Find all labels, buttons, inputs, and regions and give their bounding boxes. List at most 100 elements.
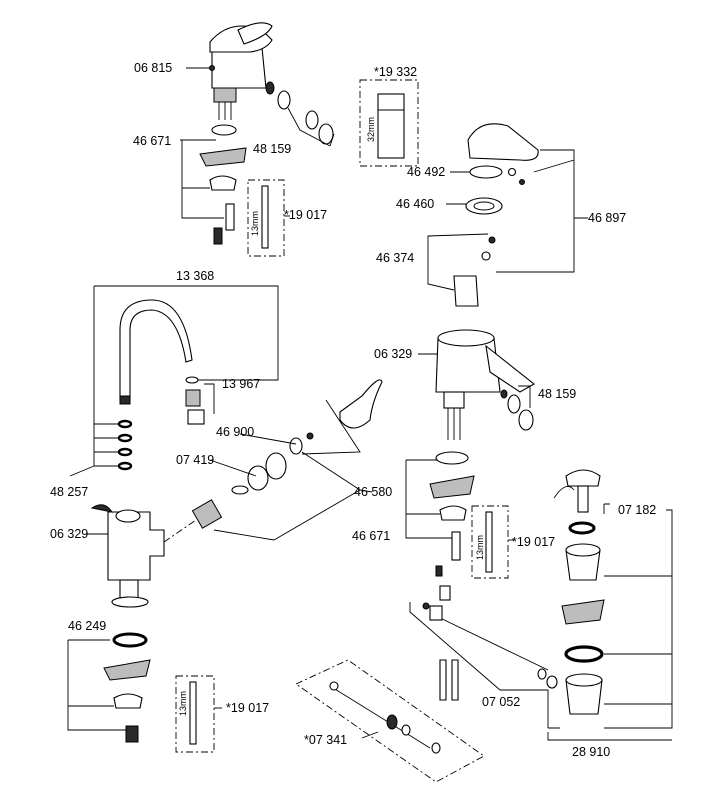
ring-46580-a	[231, 485, 249, 495]
aerator-48159b-c	[518, 409, 534, 431]
oring-48257-4	[117, 461, 133, 471]
label-06329b: 06 329	[374, 347, 412, 361]
hoses-06329b	[447, 408, 461, 440]
sleeve-top-28910	[565, 543, 601, 557]
leader-07419	[209, 459, 257, 477]
horseshoe-46671a	[209, 175, 237, 191]
leader-13368	[93, 285, 279, 466]
cartridge-19332	[377, 93, 405, 159]
ring-07419-b	[265, 452, 287, 480]
bracket-46671a	[199, 147, 247, 167]
label-28910: 28 910	[572, 745, 610, 759]
end-07341-b	[431, 742, 441, 754]
stud-46671b	[451, 531, 461, 561]
axis-46580	[163, 519, 197, 543]
clip-06329a	[90, 504, 114, 513]
leader-46897	[496, 149, 588, 273]
tool-key-19017c	[189, 681, 197, 745]
aerator-ring-b	[305, 110, 319, 130]
label-46492: 46 492	[407, 165, 445, 179]
leader-07182-28910	[603, 503, 673, 729]
label-48159b: 48 159	[538, 387, 576, 401]
cover-46492	[469, 165, 503, 179]
label-19017b: *19 017	[512, 535, 555, 549]
label-46900: 46 900	[216, 425, 254, 439]
leader-07052	[409, 602, 560, 729]
label-46671a: 46 671	[133, 134, 171, 148]
label-13967: 13 967	[222, 377, 260, 391]
aerator-48159b-b	[507, 394, 521, 414]
rod-07341	[329, 685, 431, 749]
tool-key-19017b	[485, 511, 493, 573]
label-46671b: 46 671	[352, 529, 390, 543]
label-06329a: 06 329	[50, 527, 88, 541]
aerator-washer-a	[265, 81, 275, 95]
pin-06815	[209, 65, 215, 71]
arrow-07182	[553, 485, 575, 499]
dim-13mm-b: 13mm	[475, 535, 485, 560]
ring-46460	[465, 197, 503, 215]
flange-46671b	[435, 451, 469, 465]
cap-46897	[507, 167, 517, 177]
spout-13368	[119, 299, 193, 401]
label-46249: 46 249	[68, 619, 106, 633]
pin-07052	[435, 565, 443, 577]
leader-28910-bracket	[547, 732, 672, 741]
tool-box-19017a	[247, 179, 285, 257]
rod-07052	[435, 615, 549, 671]
washer-13967	[185, 376, 199, 384]
leader-46374	[427, 233, 489, 291]
dim-13mm-a: 13mm	[250, 211, 260, 236]
lever-46580	[339, 379, 383, 429]
leader-46580	[213, 399, 373, 541]
body-flange-06329a	[111, 596, 149, 608]
nut-46249	[125, 725, 139, 743]
screw-46900	[306, 432, 314, 440]
ring-07419-a	[247, 465, 269, 491]
label-19017a: *19 017	[284, 208, 327, 222]
mixer-body-small	[211, 47, 267, 89]
screw-07052	[422, 602, 430, 610]
mixer-lever-small	[237, 22, 273, 45]
leader-13967	[204, 383, 215, 414]
leader-07341	[361, 731, 379, 739]
knob-07052-b	[546, 675, 558, 689]
aerator-48159b-a	[500, 389, 508, 399]
oring-48257-1	[117, 419, 133, 429]
hose-connector-a	[439, 659, 447, 701]
body-stem-06329b	[443, 391, 465, 409]
cartridge-46580	[191, 499, 223, 529]
aerator-ring-a	[277, 90, 291, 110]
dimension-labels: 32mm 13mm 13mm 13mm	[178, 117, 485, 716]
dim-32mm: 32mm	[366, 117, 376, 142]
horseshoe-46249	[113, 693, 143, 709]
bracket-28910	[561, 599, 605, 625]
plug-07182	[565, 469, 601, 487]
mixer-base-small	[213, 87, 237, 103]
knob-07052	[537, 668, 547, 680]
dim-13mm-c: 13mm	[178, 691, 188, 716]
label-19017c: *19 017	[226, 701, 269, 715]
block-07052	[439, 585, 451, 601]
panel-07341	[295, 659, 485, 783]
aerator-13967-a	[185, 389, 201, 407]
gasket-28910	[564, 645, 604, 663]
ring-46900	[289, 437, 303, 455]
body-top-06329b	[437, 329, 495, 347]
aerator-13967-b	[187, 409, 205, 425]
spout-06329b	[485, 344, 535, 393]
top-left-mixer-group	[180, 22, 335, 257]
plug-stem-07182	[577, 485, 589, 513]
valve-46374	[481, 251, 491, 261]
label-07419: 07 419	[176, 453, 214, 467]
leader-46671a	[180, 139, 224, 219]
flange-46671a	[211, 124, 237, 136]
tool-key-19017a	[261, 185, 269, 249]
label-46580: 46 580	[354, 485, 392, 499]
washer-07341	[401, 724, 411, 736]
label-48159a: 48 159	[253, 142, 291, 156]
label-06815: 06 815	[134, 61, 172, 75]
leader-46249	[67, 639, 126, 731]
hose-connector-b	[451, 659, 459, 701]
